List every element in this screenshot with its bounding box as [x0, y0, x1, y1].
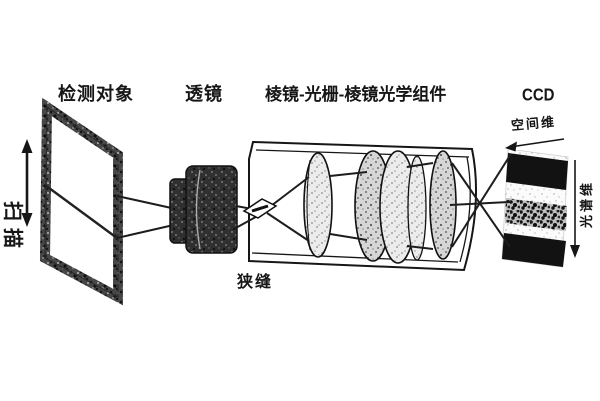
scan-arrow-icon	[21, 139, 33, 227]
label-scan: 扫描	[1, 201, 23, 255]
label-spectral-axis: 光谱维	[579, 180, 594, 229]
spectral-axis-arrow-icon	[570, 160, 580, 258]
lens-barrel	[169, 165, 238, 254]
ccd-band-top	[506, 153, 568, 190]
scan-line	[44, 184, 118, 239]
spatial-axis-arrow-icon	[505, 138, 565, 152]
label-detection-object: 检测对象	[58, 84, 134, 104]
detection-object-plane	[39, 97, 123, 306]
label-pgp-assembly: 棱镜-光栅-棱镜光学组件	[265, 85, 447, 104]
label-spatial-axis: 空间维	[510, 114, 557, 133]
label-lens: 透镜	[185, 84, 223, 104]
prism-rear	[407, 155, 427, 261]
pgp-optics	[303, 150, 457, 264]
label-slit: 狭缝	[237, 274, 274, 291]
collimating-lens	[303, 152, 333, 258]
ccd-band-bottom	[502, 233, 566, 267]
ccd-band-middle	[505, 198, 567, 231]
entrance-slit	[242, 198, 278, 219]
ccd-sensor	[501, 148, 569, 268]
rays-object-to-lens	[116, 195, 179, 239]
label-ccd: CCD	[522, 85, 555, 106]
